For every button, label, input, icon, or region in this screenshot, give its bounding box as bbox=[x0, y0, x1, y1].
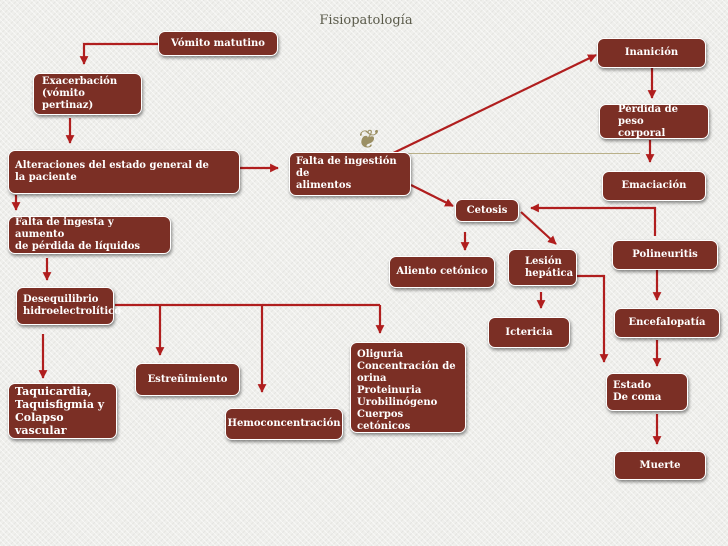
arrow-falta-ingestion-cetosis bbox=[410, 184, 454, 207]
node-falta-ingestion: Falta de ingestión de alimentos bbox=[289, 152, 411, 196]
node-perdida-peso: Pérdida de peso corporal bbox=[599, 104, 709, 139]
node-polineuritis: Polineuritis bbox=[612, 240, 718, 270]
arrow-cetosis-lesion bbox=[520, 211, 557, 245]
node-falta-ingesta: Falta de ingesta y aumento de pérdida de… bbox=[8, 216, 171, 254]
node-inanicion: Inanición bbox=[597, 38, 706, 68]
node-estado-coma: Estado De coma bbox=[606, 373, 688, 411]
arrow-lesion-coma bbox=[577, 274, 609, 363]
node-cetosis: Cetosis bbox=[455, 199, 519, 222]
node-exacerbacion: Exacerbación (vómito pertinaz) bbox=[33, 73, 142, 115]
arrow-falta-ingestion-inanicion bbox=[382, 54, 597, 159]
node-muerte: Muerte bbox=[614, 451, 706, 480]
node-alteraciones: Alteraciones del estado general de la pa… bbox=[8, 150, 240, 194]
node-ictericia: Ictericia bbox=[488, 317, 570, 348]
arrow-vomito-exacerbacion bbox=[79, 42, 158, 65]
arrow-polineuritis-cetosis bbox=[530, 203, 657, 236]
node-emaciacion: Emaciación bbox=[602, 171, 706, 201]
page-title: Fisiopatología bbox=[319, 13, 413, 28]
node-aliento-cetonico: Aliento cetónico bbox=[389, 256, 495, 288]
node-vomito-matutino: Vómito matutino bbox=[158, 31, 278, 56]
node-estrenimiento: Estreñimiento bbox=[135, 363, 240, 396]
decorative-divider bbox=[380, 153, 640, 154]
node-oliguria: Oliguria Concentración de orina Proteinu… bbox=[350, 342, 466, 433]
node-desequilibrio: Desequilibrio hidroelectrolítico bbox=[16, 287, 121, 325]
node-taquicardia: Taquicardia, Taquisfigmia y Colapso vasc… bbox=[8, 383, 117, 439]
node-encefalopatia: Encefalopatía bbox=[614, 308, 720, 338]
node-lesion-hepatica: Lesión hepática bbox=[508, 249, 577, 286]
decorative-swirl-icon: ❦ bbox=[355, 125, 377, 155]
node-hemoconcentracion: Hemoconcentración bbox=[225, 408, 343, 440]
